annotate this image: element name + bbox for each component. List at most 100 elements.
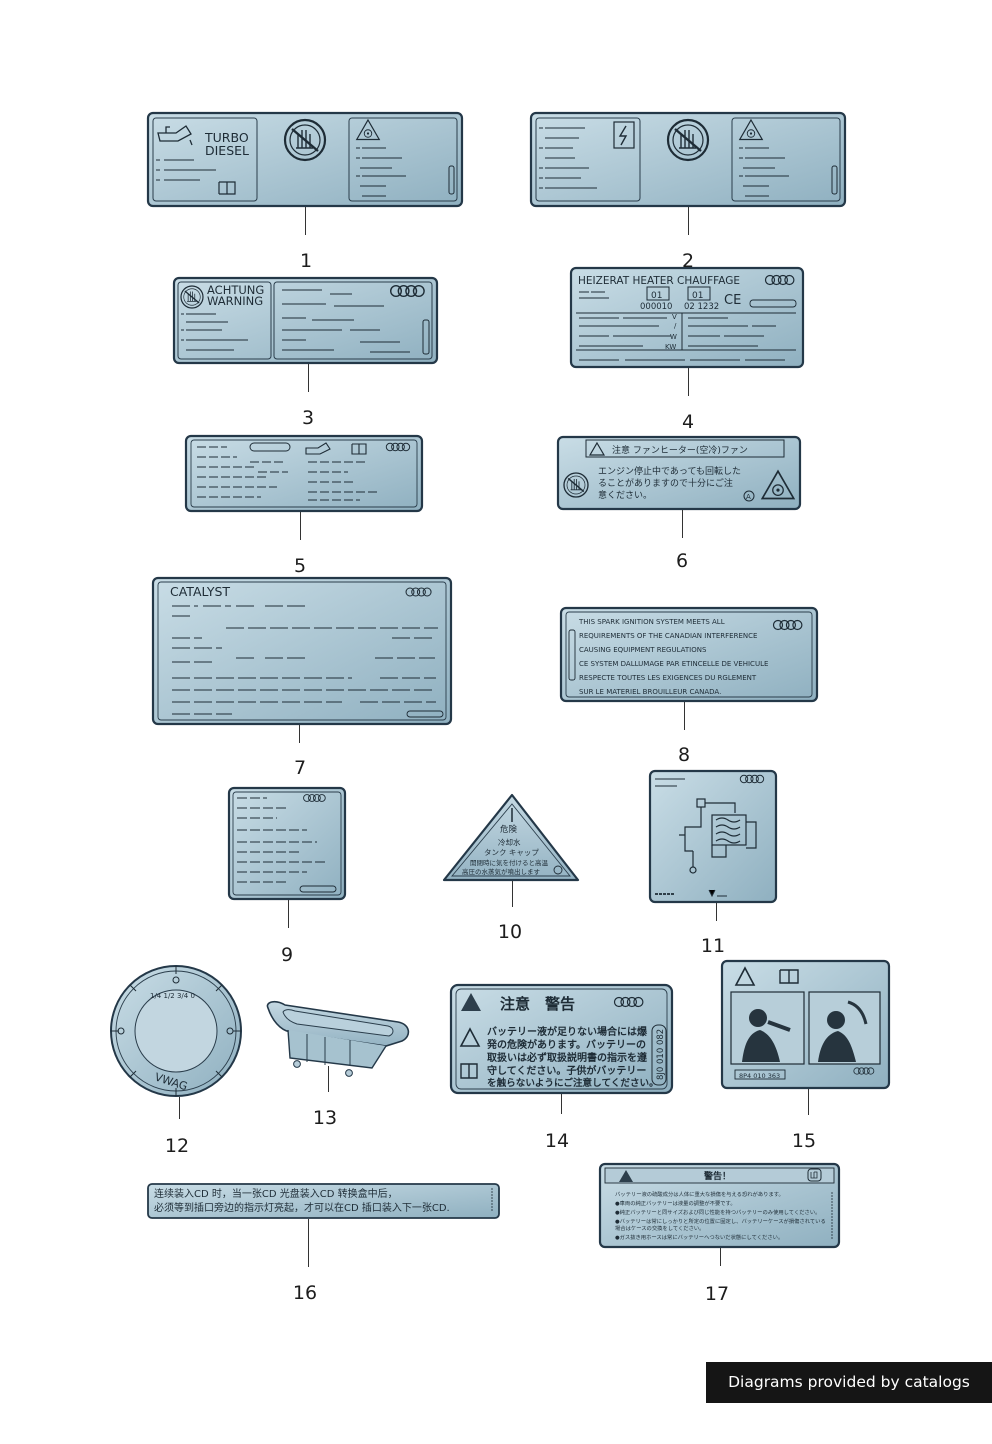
leader-line-17	[720, 1248, 722, 1266]
callout-4: 4	[681, 411, 695, 433]
label-10-triangle-coolant: 危険 冷却水 タンク キャップ 開閉時に気を付けると高温 高圧の水蒸気が噴出しま…	[442, 793, 580, 882]
battery-line-1: バッテリー液が足りない場合には爆	[487, 1025, 648, 1038]
label-16-cd-changer: 连续装入CD 时，当一张CD 光盘装入CD 转换盒中后， 必须等到插口旁边的指示…	[147, 1183, 500, 1219]
book-icon	[218, 181, 236, 195]
callout-11: 11	[700, 935, 726, 957]
callout-16: 16	[292, 1282, 318, 1304]
reg-line-4: CE SYSTEM DALLUMAGE PAR ETINCELLE DE VEH…	[579, 660, 768, 668]
callout-8: 8	[677, 744, 691, 766]
unit-v: V	[672, 313, 677, 321]
label-15-airbag-warning: 8P4 010 363	[720, 959, 891, 1090]
airbag-part-number: 8P4 010 363	[739, 1072, 780, 1080]
leader-line-16	[308, 1219, 310, 1267]
unit-slash: /	[674, 322, 677, 330]
heater-code-2: 02 1232	[684, 302, 719, 312]
part-13-bracket	[266, 1000, 410, 1077]
callout-10: 10	[497, 921, 523, 943]
explosion-warning-icon	[461, 993, 481, 1011]
callout-9: 9	[280, 944, 294, 966]
credits-footer: Diagrams provided by catalogs parts	[706, 1362, 992, 1432]
triangle-line-2: 冷却水	[498, 837, 521, 847]
label-4-heater: HEIZERAT HEATER CHAUFFAGE 01 01 000010 0…	[569, 266, 805, 369]
warning-triangle-icon	[734, 966, 756, 986]
leader-line-6	[682, 510, 684, 538]
caution-line-6: ●ガス抜き用ホースは常にバッテリーへつないだ状態にしてください。	[615, 1233, 783, 1241]
achtung-text: ACHTUNG	[207, 283, 264, 297]
diesel-text: DIESEL	[205, 143, 249, 158]
ce-mark: CE	[724, 293, 741, 308]
label-9	[227, 786, 347, 901]
battery-line-5: を触らないようにご注意してください。	[487, 1077, 659, 1089]
triangle-line-5: 高圧の水蒸気が噴出します	[462, 867, 541, 876]
book-icon	[810, 1171, 818, 1179]
callout-5: 5	[293, 555, 307, 577]
battery-warning-head: 注意 警告	[500, 995, 575, 1013]
electric-icon	[618, 125, 628, 146]
leader-line-10	[512, 881, 514, 907]
caution-line-1: バッテリー液の硫酸成分は人体に重大な損傷を与える恐れがあります。	[615, 1190, 784, 1198]
leader-line-2	[688, 207, 690, 235]
callout-14: 14	[544, 1130, 570, 1152]
oil-can-icon	[305, 442, 331, 455]
system-schematic	[679, 798, 757, 874]
unit-w: W	[670, 333, 677, 341]
book-icon	[460, 1063, 478, 1079]
cd-line-2: 必须等到插口旁边的指示灯亮起，才可以在CD 插口装入下一张CD.	[154, 1201, 450, 1214]
leader-line-11	[716, 903, 718, 921]
label-6-fan-warning: 注意 ファンヒーター(空冷)ファン エンジン停止中であっても回転した ることがあ…	[556, 435, 802, 511]
triangle-line-4: 開閉時に気を付けると高温	[470, 858, 549, 867]
seated-passenger-illustration-right	[818, 1000, 868, 1062]
caution-line-5: 場合はケースの交換をしてください。	[615, 1224, 704, 1232]
warning-triangle-icon	[619, 1170, 633, 1182]
label-17-battery-caution: 警告！ バッテリー液の硫酸成分は人体に重大な損傷を与える恐れがあります。 ●車両…	[598, 1162, 841, 1249]
label-8-canadian-regulations: THIS SPARK IGNITION SYSTEM MEETS ALL REQ…	[559, 606, 819, 703]
seated-passenger-illustration-left	[742, 1009, 791, 1062]
leader-line-14	[561, 1094, 563, 1114]
label-2	[529, 111, 847, 208]
battery-line-3: 取扱いは必ず取扱説明書の指示を遵	[487, 1051, 648, 1064]
callout-2: 2	[681, 250, 695, 272]
cd-line-1: 连续装入CD 时，当一张CD 光盘装入CD 转换盒中后，	[154, 1187, 398, 1200]
label-14-battery-warning: 注意 警告 バッテリー液が足りない場合には爆 発の危険があります。バッテリーの …	[449, 983, 674, 1095]
reg-line-3: CAUSING EQUIPMENT REGULATIONS	[579, 646, 707, 654]
label-1-turbo-diesel: TURBO DIESEL	[146, 111, 464, 208]
warning-triangle-icon	[588, 441, 606, 456]
fan-warning-body-1: エンジン停止中であっても回転した	[598, 465, 741, 477]
battery-line-2: 発の危険があります。バッテリーの	[486, 1038, 646, 1051]
label-11-diagram-plate	[648, 769, 778, 904]
book-icon	[351, 443, 367, 455]
leader-line-7	[299, 725, 301, 743]
fan-warning-badge: A	[746, 493, 751, 501]
callout-7: 7	[293, 757, 307, 779]
triangle-line-3: タンク キャップ	[484, 848, 539, 857]
cap-scale-marks: 1/4 1/2 3/4 0	[150, 992, 195, 1000]
callout-12: 12	[164, 1135, 190, 1157]
callout-17: 17	[704, 1283, 730, 1305]
label-5	[184, 434, 424, 513]
caution-line-3: ●純正バッテリーと同サイズおよび同じ性能を持つバッテリーのみ使用してください。	[615, 1208, 820, 1216]
reg-line-5: RESPECTE TOUTES LES EXIGENCES DU RGLEMEN…	[579, 674, 757, 682]
callout-6: 6	[675, 550, 689, 572]
caution-line-2: ●車両の純正バッテリーは液量の調整が不要です。	[615, 1199, 736, 1207]
reg-line-2: REQUIREMENTS OF THE CANADIAN INTERFERENC…	[579, 632, 757, 640]
leader-line-4	[688, 368, 690, 396]
label-3-achtung-warning: ACHTUNG WARNING	[172, 276, 439, 365]
heater-box-2: 01	[692, 291, 703, 301]
reg-line-6: SUR LE MATERIEL BROUILLEUR CANADA.	[579, 688, 721, 696]
turbo-text: TURBO	[204, 130, 249, 145]
heater-box-1: 01	[651, 291, 662, 301]
heater-code-1: 000010	[640, 302, 672, 312]
leader-line-5	[300, 512, 302, 540]
unit-kw: KW	[665, 343, 676, 351]
callout-3: 3	[301, 407, 315, 429]
callout-13: 13	[312, 1107, 338, 1129]
leader-line-8	[684, 702, 686, 730]
leader-line-1	[305, 207, 307, 235]
leader-line-13	[328, 1066, 330, 1092]
reg-line-1: THIS SPARK IGNITION SYSTEM MEETS ALL	[578, 618, 725, 626]
label-7-catalyst: CATALYST	[151, 576, 453, 726]
leader-line-9	[288, 900, 290, 928]
battery-line-4: 守してください。子供がバッテリー	[487, 1064, 646, 1077]
leader-line-3	[308, 364, 310, 392]
warning-text: WARNING	[207, 294, 263, 308]
